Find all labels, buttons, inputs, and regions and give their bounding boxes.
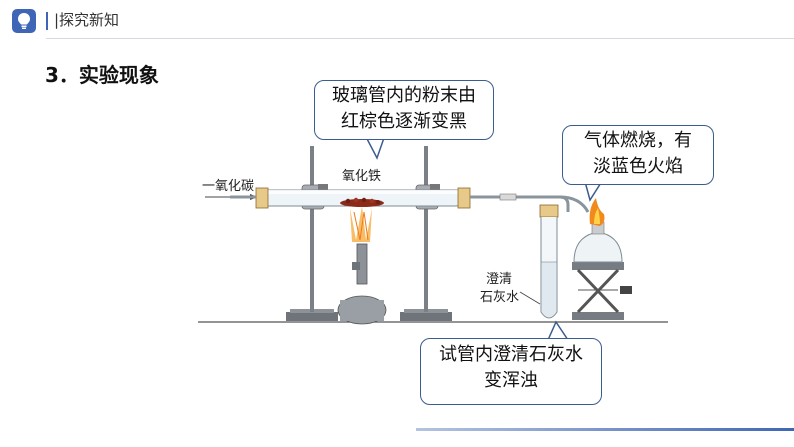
tube-callout-line2: 变浑浊	[484, 370, 538, 391]
powder-callout-line1: 玻璃管内的粉末由	[332, 85, 476, 106]
powder-callout-line2: 红棕色逐渐变黑	[341, 111, 467, 132]
limewater-label-line2: 石灰水	[480, 290, 519, 305]
alcohol-lamp	[573, 198, 623, 263]
limewater-label-line1: 澄清	[486, 272, 512, 287]
alcohol-burner	[337, 206, 387, 325]
tube-observation-callout: 试管内澄清石灰水 变浑浊	[420, 338, 602, 405]
glass-tube	[230, 187, 471, 209]
gas-callout-line2: 淡蓝色火焰	[593, 156, 683, 177]
iron-oxide-powder	[340, 197, 384, 207]
footer-accent-bar	[416, 428, 794, 431]
iron-oxide-label: 氧化铁	[342, 169, 381, 184]
right-iron-stand	[400, 146, 452, 321]
gas-callout-line1: 气体燃烧，有	[584, 130, 692, 151]
header-title: |探究新知	[54, 11, 120, 29]
tube-callout-line1: 试管内澄清石灰水	[439, 344, 583, 365]
limewater-pointer	[519, 291, 541, 305]
left-iron-stand	[286, 146, 338, 321]
header-bar: |探究新知	[0, 0, 794, 40]
header-divider	[46, 12, 48, 30]
header-underline	[46, 38, 794, 39]
lab-jack	[572, 262, 632, 320]
gas-observation-callout: 气体燃烧，有 淡蓝色火焰	[562, 125, 714, 185]
section-title: 3．实验现象	[45, 63, 159, 87]
carbon-monoxide-label: 一氧化碳	[202, 179, 254, 194]
lightbulb-icon	[12, 9, 36, 33]
powder-observation-callout: 玻璃管内的粉末由 红棕色逐渐变黑	[314, 80, 494, 140]
test-tube	[539, 204, 559, 319]
